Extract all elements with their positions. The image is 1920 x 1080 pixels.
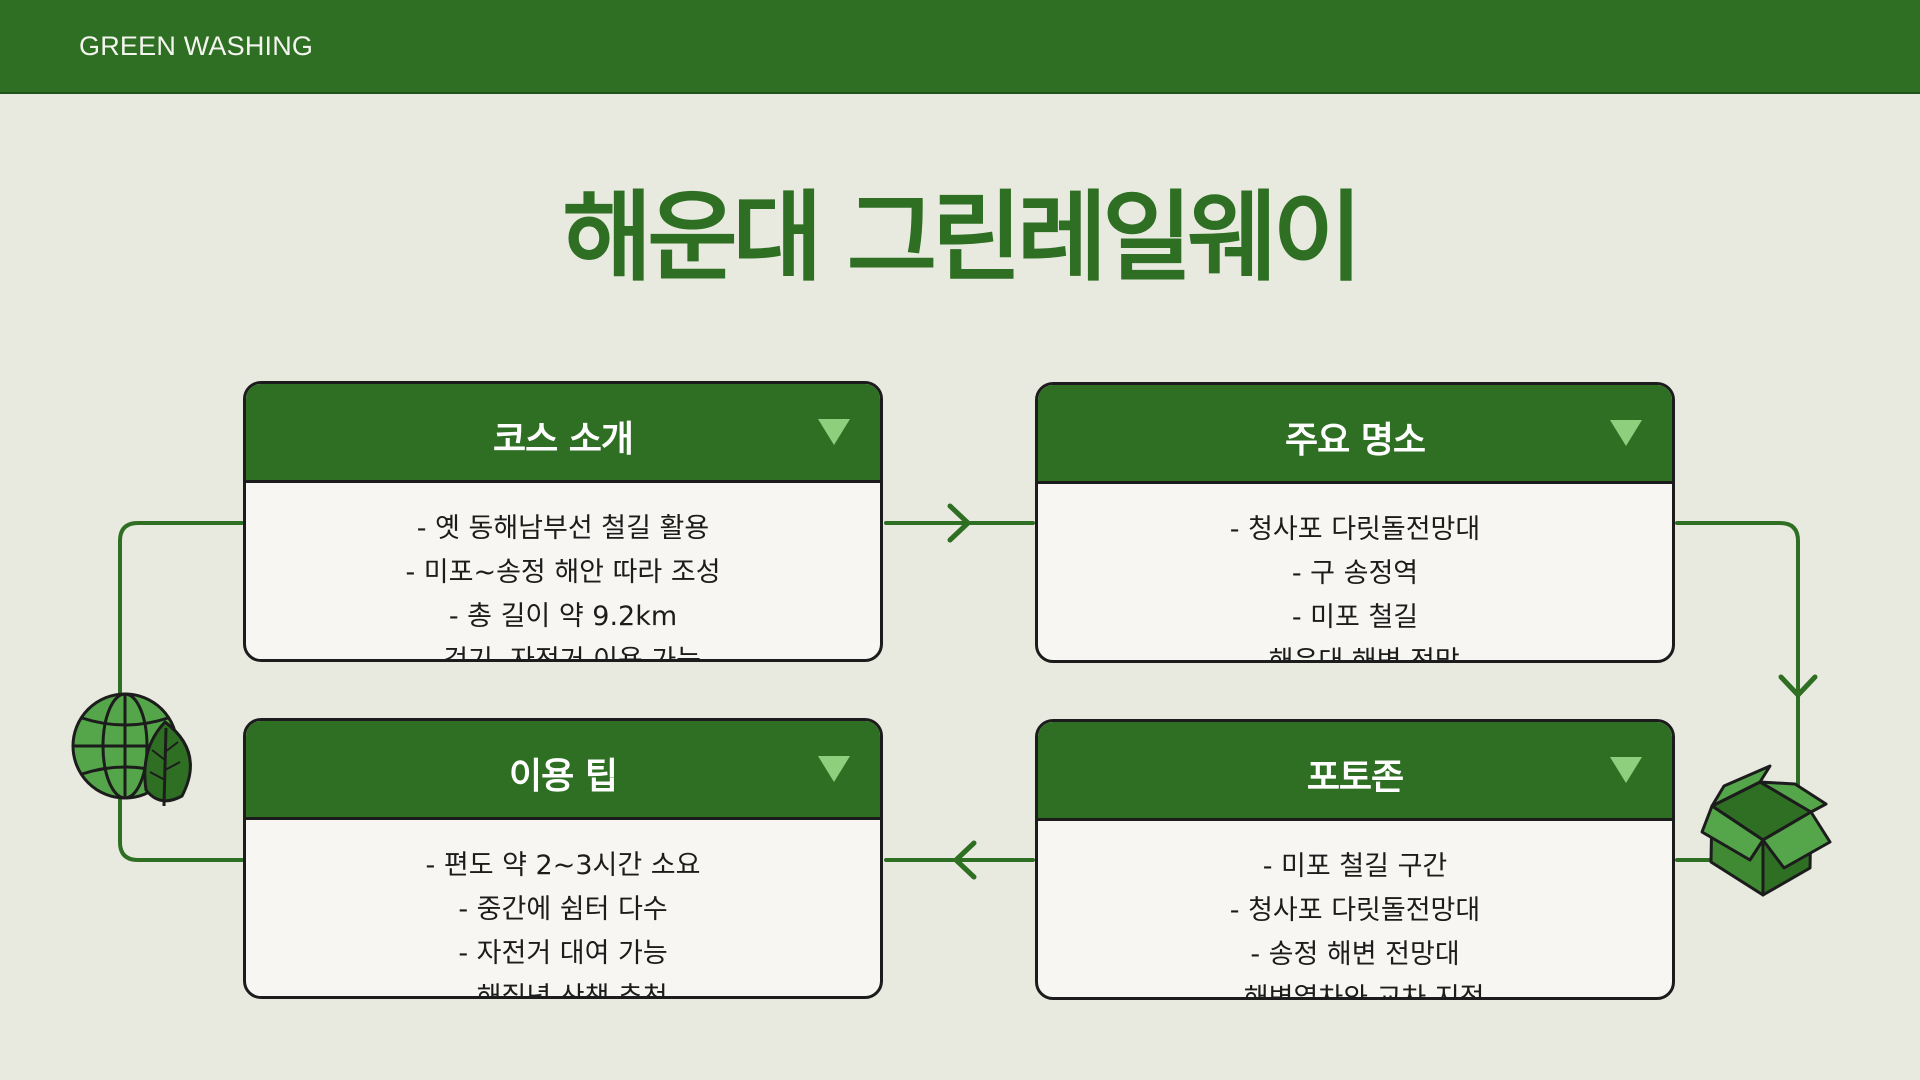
list-item: - 해운대 해변 전망: [1038, 640, 1672, 663]
list-item: - 총 길이 약 9.2km: [246, 595, 880, 639]
list-item: - 송정 해변 전망대: [1038, 933, 1672, 977]
box-icon: [1702, 766, 1830, 895]
card-usage-tips: 이용 팁 - 편도 약 2~3시간 소요 - 중간에 쉼터 다수 - 자전거 대…: [243, 718, 883, 999]
list-item: - 걷기, 자전거 이용 가능: [246, 639, 880, 662]
list-item: - 중간에 쉼터 다수: [246, 888, 880, 932]
list-item: - 미포~송정 해안 따라 조성: [246, 551, 880, 595]
list-item: - 청사포 다릿돌전망대: [1038, 508, 1672, 552]
card-photo-zone: 포토존 - 미포 철길 구간 - 청사포 다릿돌전망대 - 송정 해변 전망대 …: [1035, 719, 1675, 1000]
list-item: - 구 송정역: [1038, 552, 1672, 596]
list-item: - 청사포 다릿돌전망대: [1038, 889, 1672, 933]
card-title: 이용 팁: [246, 747, 880, 799]
list-item: - 해질녘 산책 추천: [246, 976, 880, 999]
list-item: - 편도 약 2~3시간 소요: [246, 844, 880, 888]
card-header[interactable]: 포토존: [1038, 722, 1672, 821]
connector-left-loop: [120, 523, 242, 860]
list-item: - 자전거 대여 가능: [246, 932, 880, 976]
expand-triangle-icon[interactable]: [818, 756, 850, 782]
expand-triangle-icon[interactable]: [1610, 420, 1642, 446]
list-item: - 미포 철길 구간: [1038, 845, 1672, 889]
list-item: - 해변열차와 교차 지점: [1038, 977, 1672, 1000]
expand-triangle-icon[interactable]: [1610, 757, 1642, 783]
card-body: - 청사포 다릿돌전망대 - 구 송정역 - 미포 철길 - 해운대 해변 전망: [1038, 484, 1672, 663]
card-title: 주요 명소: [1038, 411, 1672, 463]
card-course-intro: 코스 소개 - 옛 동해남부선 철길 활용 - 미포~송정 해안 따라 조성 -…: [243, 381, 883, 662]
card-title: 코스 소개: [246, 410, 880, 462]
list-item: - 옛 동해남부선 철길 활용: [246, 507, 880, 551]
expand-triangle-icon[interactable]: [818, 419, 850, 445]
card-body: - 미포 철길 구간 - 청사포 다릿돌전망대 - 송정 해변 전망대 - 해변…: [1038, 821, 1672, 1000]
card-body: - 편도 약 2~3시간 소요 - 중간에 쉼터 다수 - 자전거 대여 가능 …: [246, 820, 880, 999]
card-header[interactable]: 주요 명소: [1038, 385, 1672, 484]
list-item: - 미포 철길: [1038, 596, 1672, 640]
globe-leaf-icon: [73, 694, 190, 806]
card-header[interactable]: 코스 소개: [246, 384, 880, 483]
card-main-attractions: 주요 명소 - 청사포 다릿돌전망대 - 구 송정역 - 미포 철길 - 해운대…: [1035, 382, 1675, 663]
card-body: - 옛 동해남부선 철길 활용 - 미포~송정 해안 따라 조성 - 총 길이 …: [246, 483, 880, 662]
card-header[interactable]: 이용 팁: [246, 721, 880, 820]
card-title: 포토존: [1038, 748, 1672, 800]
